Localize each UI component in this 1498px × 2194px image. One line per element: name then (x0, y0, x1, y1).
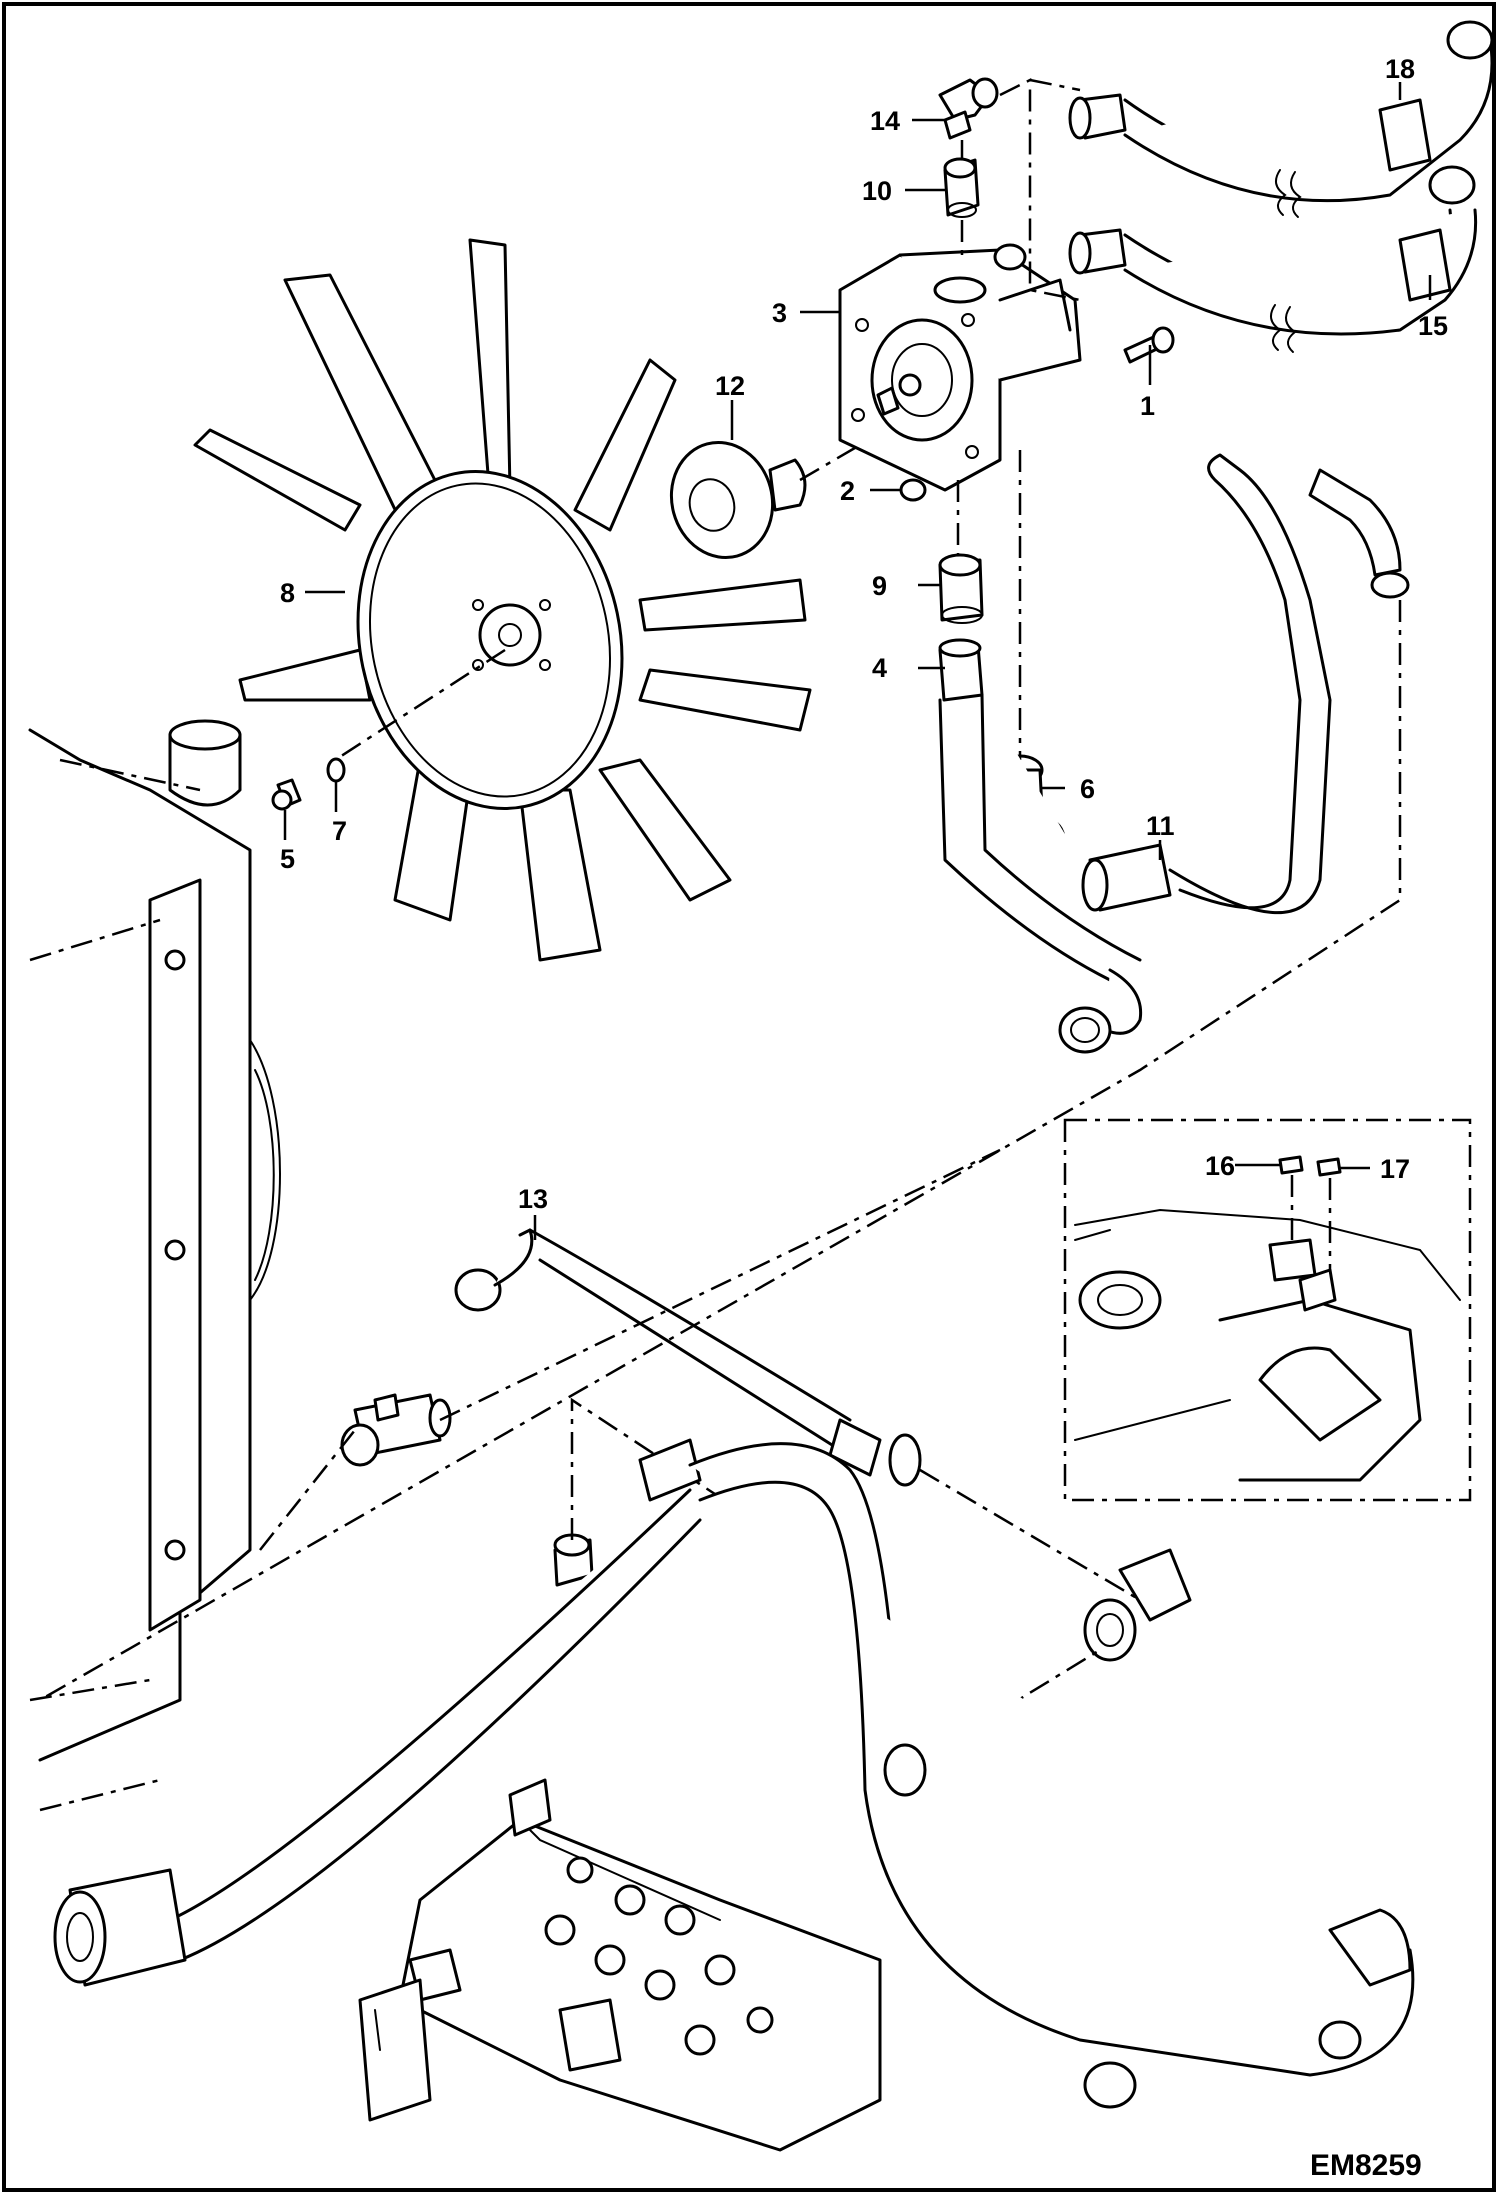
callout-13: 13 (518, 1184, 548, 1214)
hose-end-lower (938, 638, 984, 702)
hub-adapter (669, 441, 861, 559)
inset-detail (1063, 1118, 1472, 1502)
callout-11: 11 (1146, 811, 1175, 841)
callout-7: 7 (332, 816, 347, 846)
fan (193, 238, 812, 962)
plug-fitting (553, 1533, 594, 1587)
callout-2: 2 (840, 476, 855, 506)
tube-13 (454, 1228, 922, 1487)
callout-18: 18 (1385, 54, 1415, 84)
tube-left (53, 1488, 702, 1987)
hose-15 (1068, 165, 1478, 353)
adapter-fitting-lower (938, 553, 984, 624)
tee-fitting (340, 1393, 452, 1467)
motor-nut (899, 478, 927, 502)
callout-9: 9 (872, 571, 887, 601)
callout-15: 15 (1418, 311, 1448, 341)
callout-6: 6 (1080, 774, 1095, 804)
fan-washer (326, 757, 346, 783)
callout-1: 1 (1140, 391, 1155, 421)
hose-11 (1081, 453, 1410, 915)
elbow-fitting-lower (1083, 1548, 1192, 1662)
tube-lower (638, 1438, 1415, 2109)
callout-labels: 1 2 3 4 5 6 7 8 9 10 11 12 13 14 15 16 1… (280, 54, 1448, 1214)
fan-bolt (271, 778, 302, 811)
callout-3: 3 (772, 298, 787, 328)
radiator-assembly (28, 719, 281, 1812)
callout-14: 14 (870, 106, 900, 136)
callout-17: 17 (1380, 1154, 1410, 1184)
callout-10: 10 (862, 176, 892, 206)
hydraulic-motor (838, 243, 1082, 492)
callout-16: 16 (1205, 1151, 1235, 1181)
adapter-fitting-upper (943, 157, 980, 218)
callout-12: 12 (715, 371, 745, 401)
callout-8: 8 (280, 578, 295, 608)
elbow-fitting-upper (938, 77, 999, 140)
drawing-code: EM8259 (1310, 2149, 1422, 2182)
leader-lines (283, 82, 1432, 1240)
callout-4: 4 (872, 653, 887, 683)
callout-5: 5 (280, 844, 295, 874)
motor-bolt (1123, 326, 1175, 364)
hose-18 (1068, 20, 1494, 218)
control-valve (358, 1778, 882, 2152)
